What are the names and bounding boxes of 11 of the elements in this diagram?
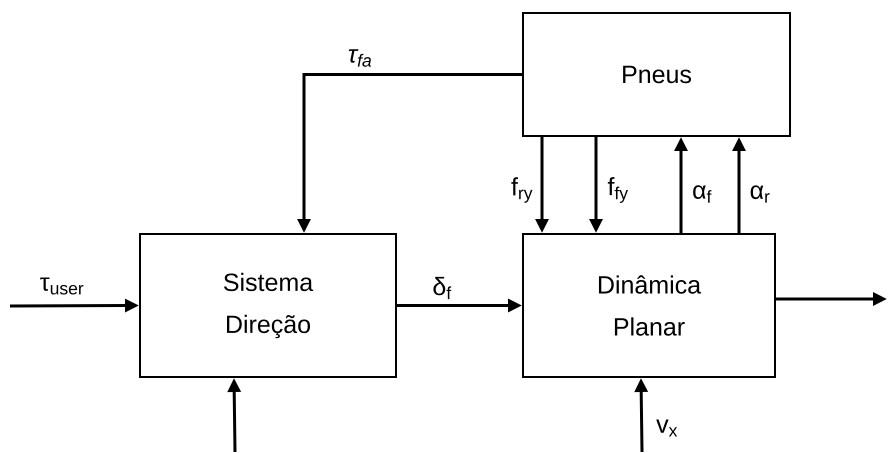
edge-label: α$_{r}$	[750, 185, 770, 203]
edge-label: δ$_{f}$	[433, 276, 452, 300]
edge-label: α$_{f}$	[693, 185, 712, 203]
block-box: Sistema Direção	[139, 233, 397, 378]
edge-label: f$_{fy}$	[608, 177, 628, 203]
edge-label: v$_{x}$	[656, 420, 678, 436]
block-box: Dinâmica Planar	[522, 233, 776, 378]
block-box: Pneus	[522, 12, 791, 137]
edge-label: f$_{ry}$	[511, 177, 532, 203]
edge-label: τ$_{fa}$	[348, 49, 372, 67]
edge-label: τ$_{user}$	[40, 277, 84, 295]
